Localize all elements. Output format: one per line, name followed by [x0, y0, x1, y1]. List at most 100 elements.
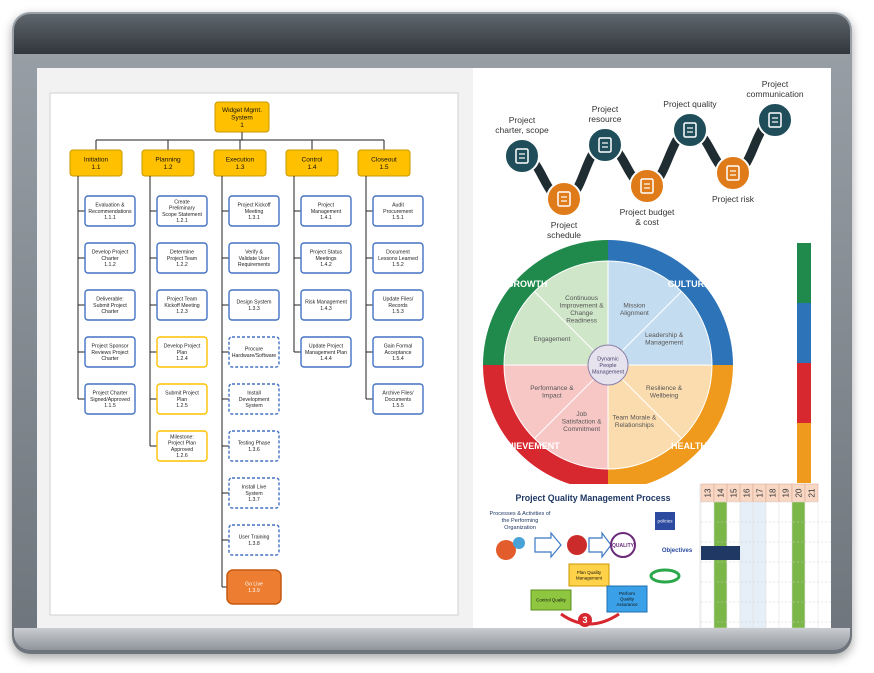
wbs-task-box — [228, 524, 280, 556]
gantt-header-label: 13 — [704, 488, 713, 497]
wbs-task-box — [372, 383, 424, 415]
wbs-task-box — [372, 195, 424, 227]
wheel-ring-segment — [483, 365, 608, 490]
wbs-task-box — [228, 383, 280, 415]
wbs-phase-box — [357, 149, 411, 177]
step-number-label: 3 — [582, 615, 587, 625]
gantt-header-label: 19 — [782, 488, 791, 497]
gantt-header-label: 16 — [743, 488, 752, 497]
device-frame-top — [14, 14, 850, 54]
wbs-task-box — [228, 242, 280, 274]
icon-shape — [557, 191, 571, 207]
timeline-step-5[interactable]: Project quality — [663, 99, 717, 148]
wbs-task-box — [156, 383, 208, 415]
gantt-header-cell: 19 — [778, 483, 793, 503]
gantt-task-bar — [701, 546, 740, 560]
gantt-header-cell: 16 — [739, 483, 754, 503]
timeline-node — [715, 155, 751, 191]
gantt-header-cell: 18 — [765, 483, 780, 503]
icon-shape — [768, 112, 782, 128]
gantt-header-cell: 14 — [713, 483, 728, 503]
wbs-phase-box — [141, 149, 195, 177]
wbs-phase-box — [69, 149, 123, 177]
gantt-header-cell: 17 — [752, 483, 767, 503]
budget-chart-icon — [640, 178, 654, 194]
wheel-item-label: Resilience &Wellbeing — [646, 385, 683, 400]
gantt-header-label: 21 — [808, 488, 817, 497]
plan-quality-box — [568, 563, 610, 587]
icon-shape — [726, 165, 740, 181]
icon-shape — [598, 137, 612, 153]
wheel-side-bar — [797, 363, 811, 423]
gantt-column — [791, 501, 806, 628]
timeline-step-6[interactable]: Project risk — [712, 155, 755, 204]
wbs-task-box — [228, 477, 280, 509]
quality-seal-icon — [610, 532, 636, 558]
timeline-step-4[interactable]: Project budget& cost — [620, 168, 675, 227]
icon-shape — [515, 148, 529, 164]
communication-icon — [768, 112, 782, 128]
gantt-header-cell: 20 — [791, 483, 806, 503]
wristband-icon — [649, 568, 681, 584]
gantt-column — [739, 501, 754, 628]
wbs-task-box — [84, 336, 136, 368]
